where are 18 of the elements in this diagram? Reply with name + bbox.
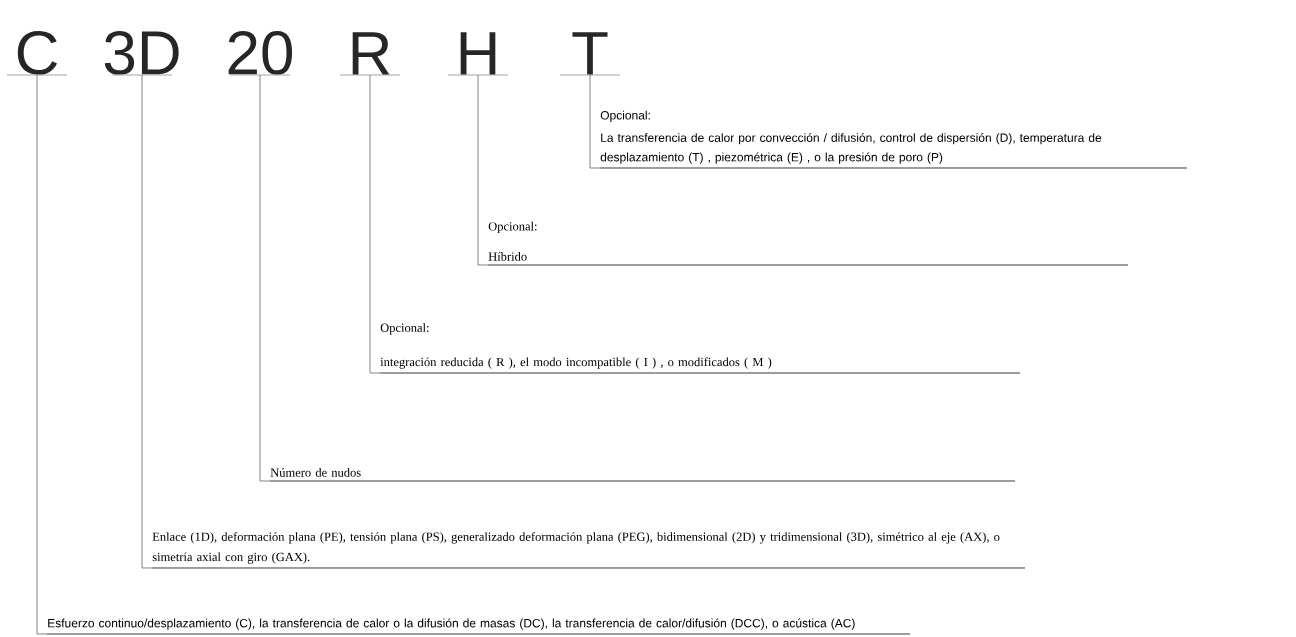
code-letter: H — [460, 32, 496, 75]
code-letter: 20 — [228, 30, 293, 75]
leader-line — [141, 74, 1026, 569]
leader-line — [259, 74, 1016, 482]
code-letter: C — [17, 30, 58, 75]
leader-line — [36, 74, 911, 635]
leader-line — [369, 74, 1021, 374]
description-text: Opcional: integración reducida ( R ), el modo incompatible ( I ) , o modificados ( M ) — [380, 323, 772, 369]
leader-line — [477, 74, 1129, 266]
description-text: Enlace (1D), deformación plana (PE), tensión plana (PS), generalizado deformación plana (PEG), bidimensional (2D) y tridimensional (3D), simétrico al eje (AX), o simetría axial con giro (GAX). — [152, 532, 1000, 564]
leader-line — [589, 74, 1188, 169]
code-letter: T — [572, 32, 608, 75]
code-letter: R — [352, 32, 390, 75]
description-text: Opcional: La transferencia de calor por convección / difusión, control de dispersión (D), temperatura de desplazamiento (T) , piezométrica (E) , o la presión de poro (P) — [600, 110, 1102, 164]
description-text: Esfuerzo continuo/desplazamiento (C), la transferencia de calor o la difusión de masas (DC), la transferencia de calor/difusión (DCC), o acústica (AC) — [48, 618, 855, 630]
description-text: Número de nudos — [270, 468, 361, 477]
description-text: Opcional: Híbrido — [488, 221, 537, 261]
code-letter: 3D — [104, 30, 179, 75]
